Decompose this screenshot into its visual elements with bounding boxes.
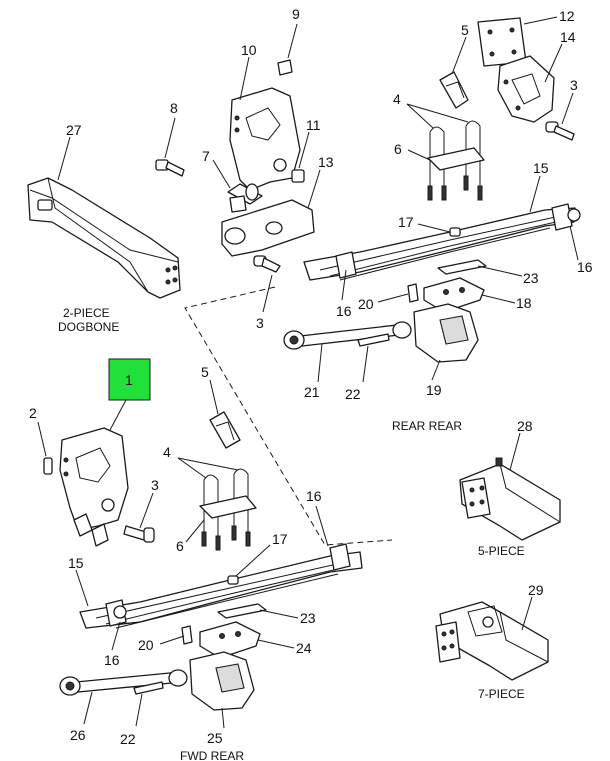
callout-8: 8 xyxy=(170,100,178,116)
part-22-bolt-fwd[interactable] xyxy=(133,681,164,695)
part-26-torque-rod-fwd[interactable] xyxy=(59,669,188,696)
part-25-axle-bracket-fwd[interactable] xyxy=(189,651,255,711)
part-4-ubolts-top[interactable] xyxy=(427,120,485,201)
part-28-5-piece-crossmember[interactable] xyxy=(459,457,561,541)
callout-4-fwd: 4 xyxy=(163,444,171,460)
part-20-clip-fwd[interactable] xyxy=(181,625,193,645)
part-3-bolt-fwd[interactable] xyxy=(123,525,155,543)
part-3-bolt-right[interactable] xyxy=(545,121,575,141)
part-29-7-piece-crossmember[interactable] xyxy=(435,601,549,681)
callout-22-fwd: 22 xyxy=(120,731,136,747)
part-18-spring-seat[interactable] xyxy=(423,277,485,313)
callout-22-top: 22 xyxy=(345,386,361,402)
part-15-leaf-spring-top[interactable] xyxy=(303,203,581,281)
callout-15-top: 15 xyxy=(533,160,549,176)
part-19-axle-bracket[interactable] xyxy=(413,303,479,363)
part-5-wedge-fwd[interactable] xyxy=(209,411,241,449)
part-24-spring-seat-fwd[interactable] xyxy=(199,621,261,659)
callout-3-right: 3 xyxy=(570,77,578,93)
part-14-bracket[interactable] xyxy=(497,55,555,123)
callout-20-fwd: 20 xyxy=(138,637,154,653)
part-13-crossmember[interactable] xyxy=(221,195,315,257)
part-17-center-bolt-top[interactable] xyxy=(449,227,461,237)
part-1-bracket-fwd[interactable] xyxy=(59,427,129,547)
callout-16-fwd-left: 16 xyxy=(104,652,120,668)
callout-28: 28 xyxy=(517,418,533,434)
callout-18: 18 xyxy=(516,295,532,311)
caption-fwd-rear: FWD REAR xyxy=(180,749,244,761)
callout-12: 12 xyxy=(559,8,575,24)
part-23-spacer-fwd[interactable] xyxy=(217,603,267,619)
callout-9: 9 xyxy=(292,6,300,22)
callout-17-top: 17 xyxy=(398,214,414,230)
callout-6-fwd: 6 xyxy=(176,538,184,554)
part-27-dogbone[interactable] xyxy=(27,177,181,299)
part-8-bolt[interactable] xyxy=(155,159,185,177)
callout-16-top-left: 16 xyxy=(336,303,352,319)
part-5-wedge-top[interactable] xyxy=(439,71,469,109)
caption-dogbone-line1: 2-PIECE xyxy=(63,306,110,320)
part-15-leaf-spring-fwd[interactable] xyxy=(79,543,363,629)
caption-5-piece: 5-PIECE xyxy=(478,544,525,558)
callout-2: 2 xyxy=(29,405,37,421)
callout-21: 21 xyxy=(304,384,320,400)
caption-dogbone-line2: DOGBONE xyxy=(58,320,119,334)
callout-26: 26 xyxy=(70,727,86,743)
part-3-bolt-center[interactable] xyxy=(253,255,281,273)
callout-6-top: 6 xyxy=(394,141,402,157)
highlight-box-item-1[interactable] xyxy=(108,358,151,401)
callout-29: 29 xyxy=(528,582,544,598)
callout-23-fwd: 23 xyxy=(300,610,316,626)
callout-5-top: 5 xyxy=(461,22,469,38)
part-10-bracket[interactable] xyxy=(229,87,301,191)
callout-27: 27 xyxy=(66,122,82,138)
callout-4-top: 4 xyxy=(393,91,401,107)
callout-24: 24 xyxy=(296,640,312,656)
assembly-boundary-line xyxy=(184,286,393,546)
callout-3-fwd: 3 xyxy=(151,477,159,493)
part-9-nut[interactable] xyxy=(277,59,293,76)
callout-14: 14 xyxy=(560,29,576,45)
callout-16-top-right: 16 xyxy=(577,259,593,275)
part-22-bolt-top[interactable] xyxy=(357,333,390,347)
callout-11: 11 xyxy=(306,117,321,133)
callout-3-center: 3 xyxy=(256,315,264,331)
callout-16-fwd-right: 16 xyxy=(306,488,322,504)
part-11-nut[interactable] xyxy=(291,169,305,183)
part-21-torque-rod-top[interactable] xyxy=(283,321,412,350)
part-23-spacer-top[interactable] xyxy=(437,259,487,275)
callout-5-fwd: 5 xyxy=(201,364,209,380)
caption-rear-rear: REAR REAR xyxy=(392,419,462,433)
callout-1: 1 xyxy=(125,372,133,388)
part-4-ubolts-fwd[interactable] xyxy=(199,468,257,551)
callout-13: 13 xyxy=(318,154,334,170)
callout-20-top: 20 xyxy=(358,296,374,312)
part-12-pad[interactable] xyxy=(477,17,527,67)
part-20-clip-top[interactable] xyxy=(407,283,419,303)
callout-19: 19 xyxy=(426,382,442,398)
part-2-bolt[interactable] xyxy=(43,457,53,475)
callout-15-fwd: 15 xyxy=(68,555,84,571)
callout-7: 7 xyxy=(202,148,210,164)
callout-10: 10 xyxy=(241,42,257,58)
callout-23-top: 23 xyxy=(523,270,539,286)
callout-17-fwd: 17 xyxy=(272,531,288,547)
part-17-center-bolt-fwd[interactable] xyxy=(227,575,239,585)
caption-7-piece: 7-PIECE xyxy=(478,687,525,701)
callout-25: 25 xyxy=(207,730,223,746)
